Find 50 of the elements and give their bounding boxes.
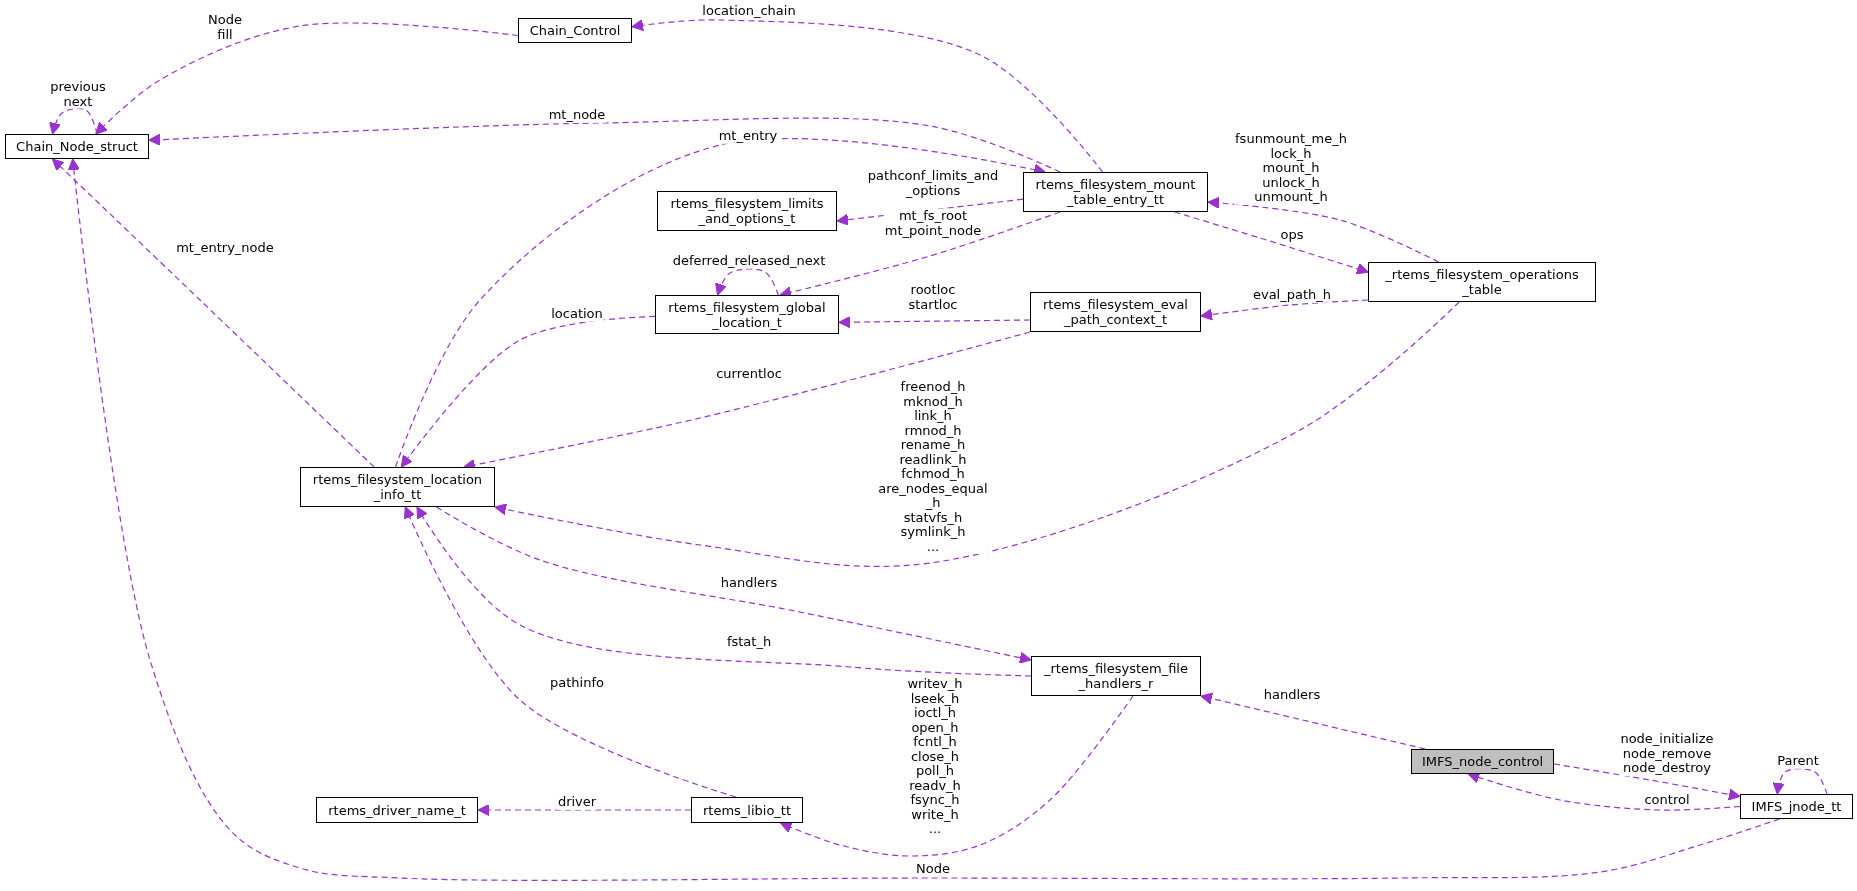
dashed-arrow [838,316,1031,329]
dashed-arrow [148,117,1061,173]
edge-label: deferred_released_next [671,253,827,269]
dashed-arrow [494,301,1460,567]
struct-box: rtems_driver_name_t [316,797,478,823]
dashed-arrow [1207,196,1440,263]
edge-label: previous next [49,79,107,109]
edge-label: mt_node [547,107,607,123]
dashed-arrow [1772,768,1828,795]
dashed-arrow [1553,763,1741,801]
dashed-arrow [715,268,779,296]
edge-label: location_chain [701,3,797,19]
edge-label: freenod_h mknod_h link_h rmnod_h rename_h readlink_h fchmod_h are_nodes_equal _h statvfs_h symlink_h ... [877,380,989,554]
edge-label: eval_path_h [1251,287,1333,303]
dashed-arrow [631,19,1104,173]
edge-label: pathinfo [549,675,605,691]
dashed-arrow [477,803,692,817]
dashed-arrow [394,138,1046,468]
struct-box: Chain_Control [518,18,632,43]
struct-box: rtems_filesystem_location _info_tt [300,467,495,507]
edge-label: fsunmount_me_h lock_h mount_h unlock_h unmount_h [1234,131,1348,205]
edge-label: Node fill [207,12,243,42]
edge-label: pathconf_limits_and _options [866,168,1000,198]
dashed-arrow [780,695,1134,857]
dashed-arrow [404,506,737,798]
edge-label: fstat_h [725,634,773,650]
dashed-arrow [95,22,519,135]
edge-label: node_initialize node_remove node_destroy [1619,732,1715,776]
dashed-arrow [1200,299,1369,321]
dashed-arrow [51,158,375,468]
struct-box: IMFS_jnode_tt [1740,794,1853,819]
dashed-arrow [1200,692,1426,750]
edge-label: mt_fs_root mt_point_node [883,208,983,238]
dashed-arrow [400,315,656,468]
struct-box: rtems_filesystem_limits _and_options_t [657,191,837,231]
struct-box: rtems_libio_tt [691,797,803,823]
struct-box: rtems_filesystem_mount _table_entry_tt [1023,172,1208,212]
edge-label: rootloc startloc [907,282,959,312]
dashed-arrow [49,107,98,135]
dashed-arrow [1174,211,1369,275]
struct-box: rtems_filesystem_eval _path_context_t [1030,292,1201,332]
struct-box: IMFS_node_control [1411,749,1554,774]
struct-box: Chain_Node_struct [5,134,149,159]
edge-label: mt_entry [717,128,779,144]
edge-label: location [550,306,604,322]
edge-label: mt_entry_node [175,240,275,256]
struct-box: _rtems_filesystem_file _handlers_r [1031,656,1201,696]
struct-box: rtems_filesystem_global _location_t [655,295,839,334]
dashed-arrow [67,158,1781,881]
struct-box: _rtems_filesystem_operations _table [1368,262,1596,302]
